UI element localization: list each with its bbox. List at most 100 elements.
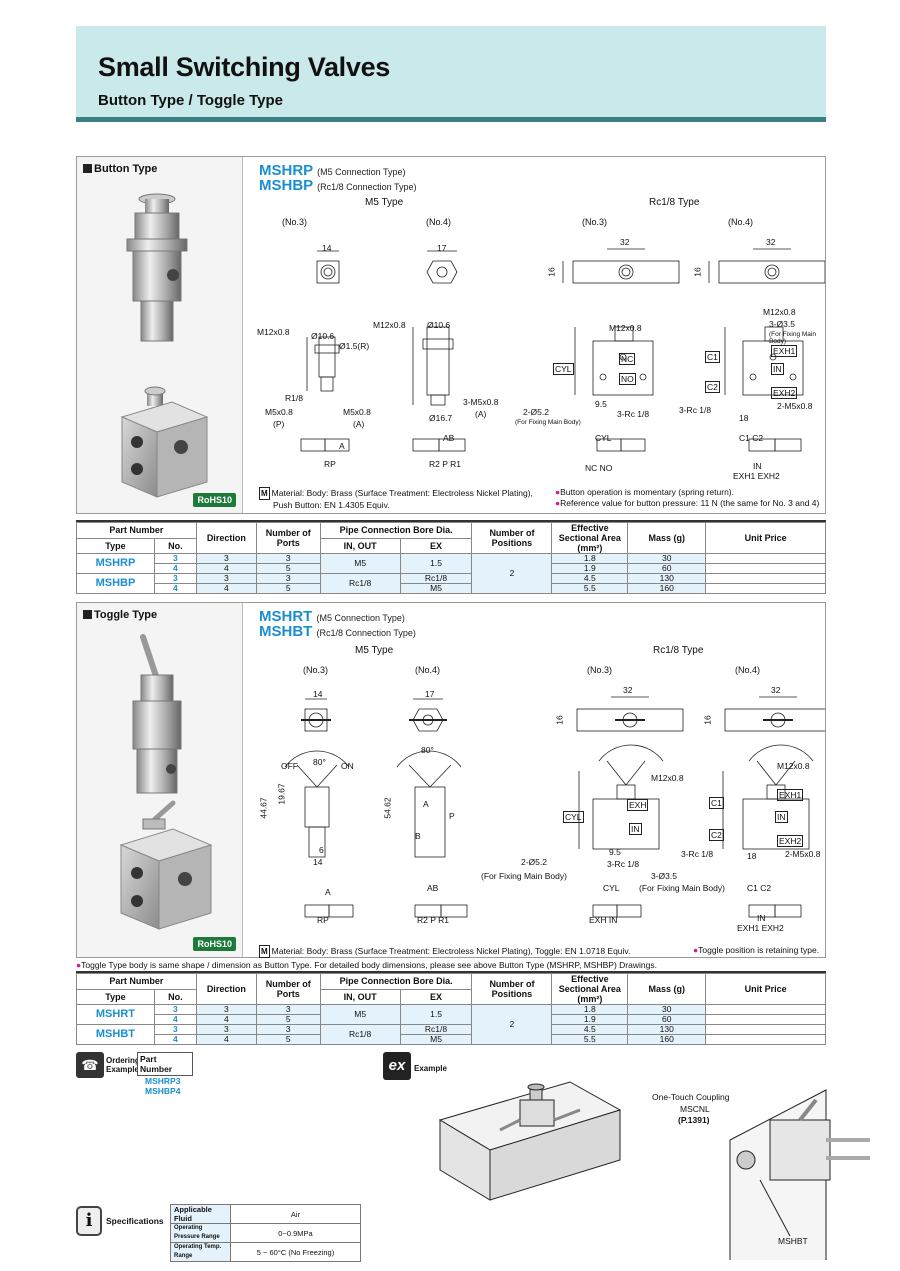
part-no: 3 <box>153 573 197 584</box>
dim-label: 18 <box>739 413 749 423</box>
table-subheader: IN, OUT <box>319 537 401 554</box>
cell: 1.8 <box>551 553 629 564</box>
table-row: MSHBP 3 3 3 Rc1/8 Rc1/8 4.5 130 <box>76 573 826 594</box>
ordering-label: Ordering Example <box>106 1056 140 1074</box>
cell: 3 <box>255 553 321 564</box>
dim-label: 9.5 <box>609 847 621 857</box>
toggle-dimension-note: ●Toggle Type body is same shape / dimens… <box>76 960 657 970</box>
cell: 60 <box>627 1014 707 1025</box>
dim-label: 32 <box>623 685 633 695</box>
symbol-label: AB <box>427 883 439 893</box>
dim-label: 16 <box>702 715 713 725</box>
dim-label: 80° <box>421 745 434 755</box>
price-cell <box>705 1024 826 1035</box>
part-no: 4 <box>153 583 197 594</box>
port-label: C2 <box>705 381 720 393</box>
dim-label: 44.67 <box>258 797 269 819</box>
table-subheader: Type <box>76 988 155 1005</box>
dim-label: Ø10.6 <box>311 331 335 341</box>
dim-label: 14 <box>313 689 323 699</box>
dim-label: 6 <box>319 845 324 855</box>
cell: 1.8 <box>551 1004 629 1015</box>
symbol-label: IN <box>757 913 766 923</box>
table-row: 4 4 5 M5 5.5 160 <box>77 583 826 594</box>
table-subheader: No. <box>153 537 197 554</box>
section-heading: Button Type <box>83 163 157 175</box>
cell: Rc1/8 <box>399 1024 473 1035</box>
dim-label: 3-Rc 1/8 <box>607 859 640 869</box>
header-band <box>76 117 826 122</box>
cell: M5 <box>319 1004 401 1025</box>
dim-label: M12x0.8 <box>763 307 796 317</box>
cell: Rc1/8 <box>319 573 401 594</box>
price-cell <box>705 553 826 564</box>
table-header: Number of Ports <box>255 973 321 1005</box>
table-header: Unit Price <box>705 522 826 554</box>
dim-label: R1/8 <box>285 393 303 403</box>
table-header: Direction <box>195 973 257 1005</box>
no4-label: (No.4) <box>728 217 754 227</box>
cell: 130 <box>627 1024 707 1035</box>
part-no: 4 <box>153 1014 197 1025</box>
price-cell <box>705 1034 826 1045</box>
cell: 5 <box>255 1014 321 1025</box>
cell: 2 <box>471 553 553 594</box>
dim-label: B <box>415 831 421 841</box>
dim-label: 3-Ø3.5 <box>651 871 677 881</box>
button-spec-table: Part Number Direction Number of Ports Pi… <box>76 522 826 594</box>
table-rule <box>76 971 826 973</box>
toggle-type-panel: Toggle Type RoHS10 <box>76 602 826 958</box>
table-header: Number of Positions <box>471 522 553 554</box>
model-mshbp: MSHBP (Rc1/8 Connection Type) <box>259 177 417 194</box>
dim-label: (For Fixing Main Body) <box>639 883 725 893</box>
dim-label: 16 <box>546 267 557 277</box>
cell: 4.5 <box>551 1024 629 1035</box>
part-no: 4 <box>153 1034 197 1045</box>
section-heading: Toggle Type <box>83 609 157 621</box>
port-label: C1 <box>709 797 724 809</box>
example-illustration <box>438 1081 870 1260</box>
port-label: EXH2 <box>777 835 804 847</box>
symbol-label: A <box>339 441 345 451</box>
dim-label: 3-Ø3.5 <box>769 319 795 329</box>
dim-label: Ø16.7 <box>429 413 453 423</box>
cell: 3 <box>195 1004 257 1015</box>
dim-label: 9.5 <box>595 399 607 409</box>
price-cell <box>705 583 826 594</box>
page-subtitle: Button Type / Toggle Type <box>98 92 283 109</box>
toggle-dimension-drawings <box>284 696 825 918</box>
table-rule <box>76 520 826 522</box>
dim-label: 54.62 <box>382 797 393 819</box>
dim-label: 16 <box>692 267 703 277</box>
table-header: Direction <box>195 522 257 554</box>
valve-label: MSHBT <box>778 1236 808 1246</box>
coupling-page: (P.1391) <box>678 1115 710 1125</box>
example-icon: ex <box>383 1052 411 1080</box>
no4-label: (No.4) <box>415 665 441 675</box>
m5-type-label: M5 Type <box>355 645 394 656</box>
price-cell <box>705 563 826 574</box>
table-header: Mass (g) <box>627 522 707 554</box>
cell: 3 <box>195 553 257 564</box>
cell: 60 <box>627 563 707 574</box>
rohs-badge: RoHS10 <box>193 493 236 507</box>
cell: 4 <box>195 583 257 594</box>
symbol-label: NC NO <box>585 463 613 473</box>
dim-label: 14 <box>322 243 332 253</box>
cell: 3 <box>255 1004 321 1015</box>
dim-label: 2-M5x0.8 <box>785 849 821 859</box>
cell: 4 <box>195 1014 257 1025</box>
dim-label: M12x0.8 <box>373 320 406 330</box>
dim-label: 17 <box>425 689 435 699</box>
port-label: C2 <box>709 829 724 841</box>
table-header: Mass (g) <box>627 973 707 1005</box>
cell: 3 <box>255 573 321 584</box>
part-no: 3 <box>153 1024 197 1035</box>
symbol-label: R2 P R1 <box>429 459 461 469</box>
dim-label: (For Fixing Main Body) <box>481 871 567 881</box>
rc-type-label: Rc1/8 Type <box>649 197 700 208</box>
table-row: 4 4 5 M5 5.5 160 <box>77 1034 826 1045</box>
coupling-label: One-Touch Coupling <box>652 1092 730 1102</box>
cell: Rc1/8 <box>399 573 473 584</box>
cell: 4 <box>195 563 257 574</box>
